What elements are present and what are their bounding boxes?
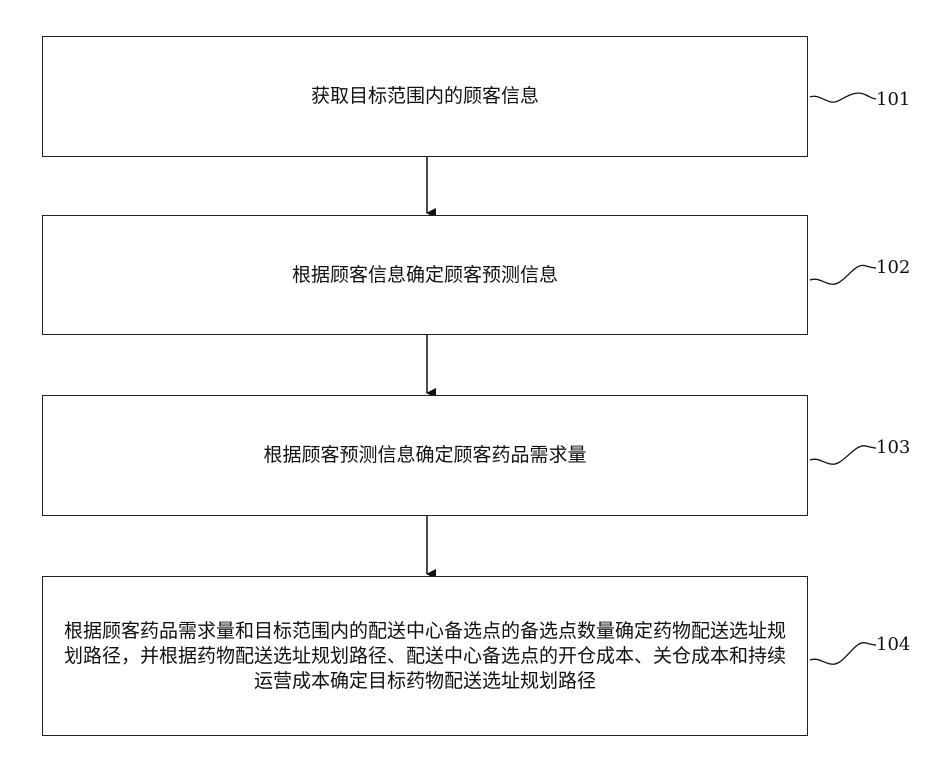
step-text-101: 获取目标范围内的顾客信息	[299, 84, 551, 109]
leader-line-104	[810, 643, 876, 665]
step-text-102: 根据顾客信息确定顾客预测信息	[280, 263, 570, 288]
step-label-103: 103	[876, 438, 910, 458]
step-box-101: 获取目标范围内的顾客信息	[42, 36, 808, 157]
step-text-103: 根据顾客预测信息确定顾客药品需求量	[251, 443, 598, 468]
leader-line-101	[810, 93, 876, 102]
step-text-104: 根据顾客药品需求量和目标范围内的配送中心备选点的备选点数量确定药物配送选址规划路…	[43, 619, 807, 694]
leader-line-103	[810, 446, 876, 464]
step-box-103: 根据顾客预测信息确定顾客药品需求量	[42, 395, 808, 516]
step-label-101: 101	[876, 90, 910, 110]
step-label-104: 104	[876, 635, 910, 655]
step-box-104: 根据顾客药品需求量和目标范围内的配送中心备选点的备选点数量确定药物配送选址规划路…	[42, 576, 808, 736]
step-box-102: 根据顾客信息确定顾客预测信息	[42, 215, 808, 335]
leader-line-102	[810, 265, 876, 284]
step-label-102: 102	[876, 258, 910, 278]
